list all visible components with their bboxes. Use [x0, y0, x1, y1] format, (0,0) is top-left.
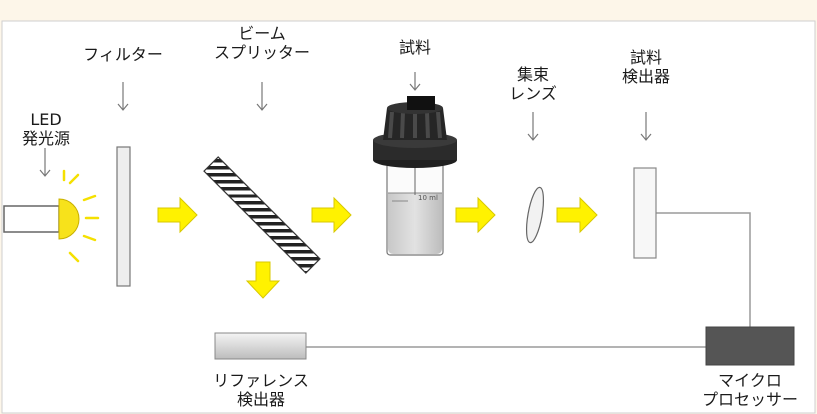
sample-cuvette: 10 ml	[373, 96, 457, 256]
light-arrows	[157, 196, 598, 299]
yellow-light-arrow-icon	[556, 196, 598, 234]
reference-detector	[214, 332, 307, 360]
signal-lines	[306, 212, 751, 348]
beam-splitter-label: ビームスプリッター	[213, 24, 310, 62]
yellow-light-arrow-icon	[455, 196, 496, 234]
led-rays	[62, 169, 100, 263]
yellow-light-arrow-icon	[245, 261, 281, 299]
led-source	[3, 169, 100, 263]
down-arrow-icon	[409, 72, 421, 91]
reference-detector-label: リファレンス検出器	[213, 371, 309, 409]
down-arrow-icon	[640, 112, 652, 141]
sample-detector-label: 試料検出器	[621, 48, 670, 86]
sample-detector-line	[656, 212, 751, 328]
down-arrow-icon	[527, 112, 539, 141]
down-arrow-icon	[117, 82, 129, 111]
down-arrow-icon	[256, 82, 268, 111]
condenser-lens	[525, 186, 545, 244]
sample-label: 試料	[398, 38, 431, 57]
beam-splitter	[203, 156, 321, 274]
yellow-light-arrow-icon	[157, 196, 198, 234]
filter-plate	[116, 146, 131, 287]
condenser-lens-label: 集束レンズ	[509, 65, 557, 103]
label-pointers	[39, 72, 652, 177]
microprocessor	[705, 326, 795, 366]
yellow-light-arrow-icon	[311, 196, 352, 234]
down-arrow-icon	[39, 148, 51, 177]
microprocessor-label: マイクロプロセッサー	[701, 371, 798, 409]
sample-detector	[633, 167, 657, 259]
cuvette-volume-text: 10 ml	[418, 194, 438, 202]
filter-label: フィルター	[83, 45, 163, 64]
